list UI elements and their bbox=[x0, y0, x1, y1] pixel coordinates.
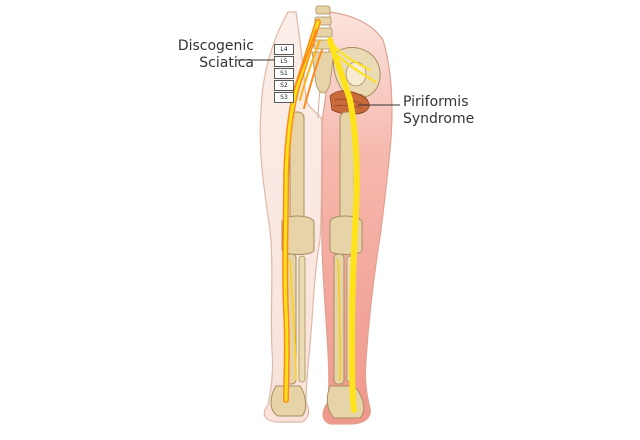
discogenic-label-line1: Discogenic bbox=[177, 38, 254, 54]
piriformis-label-line1: Piriformis bbox=[403, 94, 469, 110]
spinal-level-l4: L4 bbox=[274, 44, 294, 55]
spinal-level-s1: S1 bbox=[274, 68, 294, 79]
spinal-level-l5: L5 bbox=[274, 56, 294, 67]
left-sciatic-nerve bbox=[282, 19, 323, 403]
piriformis-syndrome-label: Piriformis Syndrome bbox=[403, 94, 503, 128]
discogenic-label-line2: Sciatica bbox=[199, 55, 254, 71]
spinal-level-s3: S3 bbox=[274, 92, 294, 103]
piriformis-label-line2: Syndrome bbox=[403, 111, 475, 127]
spinal-level-s2: S2 bbox=[274, 80, 294, 91]
discogenic-sciatica-label: Discogenic Sciatica bbox=[160, 38, 254, 72]
right-sciatic-nerve bbox=[327, 37, 377, 413]
